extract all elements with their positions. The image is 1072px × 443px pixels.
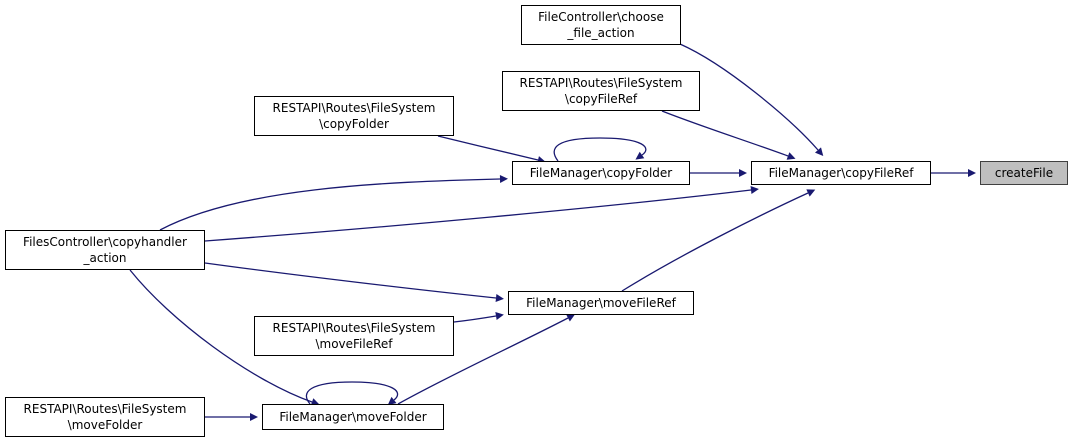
node-label-line: \moveFolder xyxy=(67,418,143,432)
edge-copyhandler_action-to-copyFileRef xyxy=(204,186,759,242)
node-label-line: _action xyxy=(83,251,127,265)
node-label-line: FileManager\moveFolder xyxy=(279,410,427,424)
node-label-line: FileManager\moveFileRef xyxy=(526,296,676,310)
node-label-line: \copyFolder xyxy=(319,117,389,131)
edge-rest_copyFolder-to-copyFolder xyxy=(437,135,546,164)
node-copyFileRef[interactable]: FileManager\copyFileRef xyxy=(751,161,931,185)
node-copyhandler_action[interactable]: FilesController\copyhandler _action xyxy=(5,230,205,270)
node-moveFileRef[interactable]: FileManager\moveFileRef xyxy=(508,291,694,315)
node-label-line: \copyFileRef xyxy=(564,92,638,106)
node-label-line: FileManager\copyFolder xyxy=(529,166,673,180)
node-label-line: FilesController\copyhandler xyxy=(23,235,187,249)
edge-choose_file_action-to-copyFileRef xyxy=(679,43,824,157)
node-label-line: FileController\choose xyxy=(538,10,664,24)
node-createFile: createFile xyxy=(980,161,1068,185)
node-rest_moveFolder[interactable]: RESTAPI\Routes\FileSystem \moveFolder xyxy=(5,397,205,437)
node-choose_file_action[interactable]: FileController\choose _file_action xyxy=(521,5,681,45)
edge-moveFileRef-to-copyFileRef xyxy=(621,189,816,292)
node-label-line: FileManager\copyFileRef xyxy=(768,166,914,180)
node-label-line: RESTAPI\Routes\FileSystem xyxy=(23,402,187,416)
edge-rest_moveFileRef-to-moveFileRef xyxy=(453,312,504,323)
edge-rest_copyFileRef-to-copyFileRef xyxy=(661,110,796,160)
node-copyFolder[interactable]: FileManager\copyFolder xyxy=(512,161,690,185)
node-label-line: RESTAPI\Routes\FileSystem xyxy=(272,101,436,115)
edge-moveFolder-to-moveFolder xyxy=(305,381,399,406)
edge-copyhandler_action-to-moveFolder xyxy=(129,269,320,406)
node-label-line: RESTAPI\Routes\FileSystem xyxy=(272,321,436,335)
node-label-line: \moveFileRef xyxy=(315,337,393,351)
edge-moveFolder-to-moveFileRef xyxy=(397,314,576,405)
node-label-line: RESTAPI\Routes\FileSystem xyxy=(519,76,683,90)
node-rest_moveFileRef[interactable]: RESTAPI\Routes\FileSystem \moveFileRef xyxy=(254,316,454,356)
edge-copyhandler_action-to-moveFileRef xyxy=(204,262,504,302)
node-label-line: _file_action xyxy=(567,26,635,40)
node-rest_copyFileRef[interactable]: RESTAPI\Routes\FileSystem \copyFileRef xyxy=(502,71,700,111)
node-rest_copyFolder[interactable]: RESTAPI\Routes\FileSystem \copyFolder xyxy=(254,96,454,136)
node-label-line: createFile xyxy=(994,166,1054,180)
edge-copyFolder-to-copyFolder xyxy=(553,137,647,162)
node-moveFolder[interactable]: FileManager\moveFolder xyxy=(262,404,444,430)
edge-copyhandler_action-to-copyFolder xyxy=(159,175,508,231)
